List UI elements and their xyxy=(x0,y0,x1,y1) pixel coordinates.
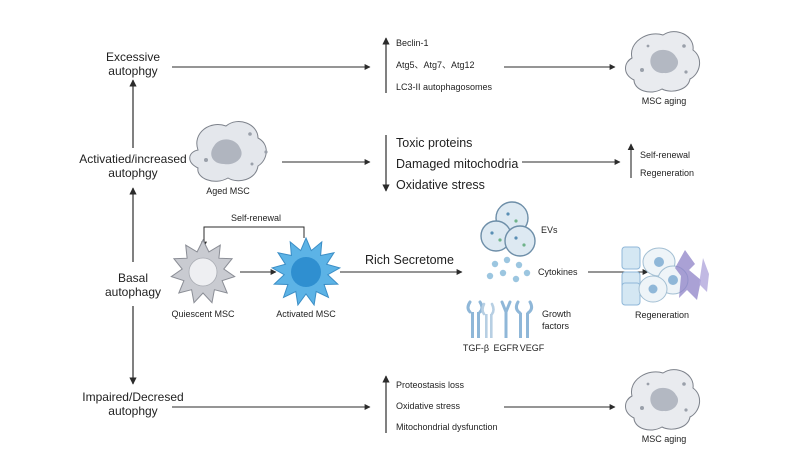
regeneration-label: Regeneration xyxy=(635,310,689,320)
aging-factor-oxidative-stress: Oxidative stress xyxy=(396,178,485,192)
level-basal: Basal autophagy xyxy=(105,271,161,299)
level-impaired-line1: Impaired/Decresed xyxy=(82,390,183,404)
activated-msc-label: Activated MSC xyxy=(276,309,336,319)
outcome-regeneration: Regeneration xyxy=(640,168,694,178)
marker-beclin: Beclin-1 xyxy=(396,38,429,48)
aged-msc-label: Aged MSC xyxy=(206,186,250,196)
growth-factors-label-line2: factors xyxy=(542,321,570,331)
marker-atg: Atg5、Atg7、Atg12 xyxy=(396,60,475,70)
self-renewal-label: Self-renewal xyxy=(231,213,281,223)
activated-msc-cell-icon xyxy=(270,236,342,307)
outcome-self-renewal: Self-renewal xyxy=(640,150,690,160)
aged-msc-cell-icon xyxy=(189,121,268,182)
impaired-factor-mitochondrial: Mitochondrial dysfunction xyxy=(396,422,498,432)
msc-aging-label-top: MSC aging xyxy=(642,96,687,106)
quiescent-msc-cell-icon xyxy=(170,238,236,304)
cytokines-label: Cytokines xyxy=(538,267,578,277)
level-impaired: Impaired/Decresed autophgy xyxy=(82,390,183,418)
self-renewal-loop-arrow xyxy=(201,226,305,248)
level-excessive-line2: autophgy xyxy=(108,64,157,78)
impaired-factor-proteostasis: Proteostasis loss xyxy=(396,380,465,390)
aging-factor-damaged-mitochondria: Damaged mitochodria xyxy=(396,157,518,171)
level-activated-line2: autophgy xyxy=(108,166,157,180)
quiescent-msc-label: Quiescent MSC xyxy=(171,309,235,319)
rich-secretome-label: Rich Secretome xyxy=(365,253,454,267)
level-excessive: Excessive autophgy xyxy=(106,50,160,78)
level-impaired-line2: autophgy xyxy=(108,404,157,418)
regenerated-tissue-icon xyxy=(621,246,709,306)
aging-factor-toxic-proteins: Toxic proteins xyxy=(396,136,472,150)
growth-factors-label-line1: Growth xyxy=(542,309,571,319)
evs-icon xyxy=(480,201,536,257)
level-excessive-line1: Excessive xyxy=(106,50,160,64)
level-activated-line1: Activatied/increased xyxy=(79,152,186,166)
msc-aging-cell-top-icon xyxy=(625,31,701,93)
receptors-icon xyxy=(466,300,534,338)
level-basal-line2: autophagy xyxy=(105,285,161,299)
level-basal-line1: Basal xyxy=(118,271,148,285)
marker-lc3: LC3-II autophagosomes xyxy=(396,82,493,92)
receptor-vegf-label: VEGF xyxy=(520,343,545,353)
receptor-egfr-label: EGFR xyxy=(493,343,519,353)
msc-aging-cell-bottom-icon xyxy=(625,369,701,431)
msc-aging-label-bottom: MSC aging xyxy=(642,434,687,444)
cytokines-icon xyxy=(486,256,531,283)
impaired-factor-oxidative-stress: Oxidative stress xyxy=(396,401,461,411)
evs-label: EVs xyxy=(541,225,558,235)
level-activated: Activatied/increased autophgy xyxy=(79,152,186,180)
receptor-tgf-beta-label: TGF-β xyxy=(463,343,489,353)
